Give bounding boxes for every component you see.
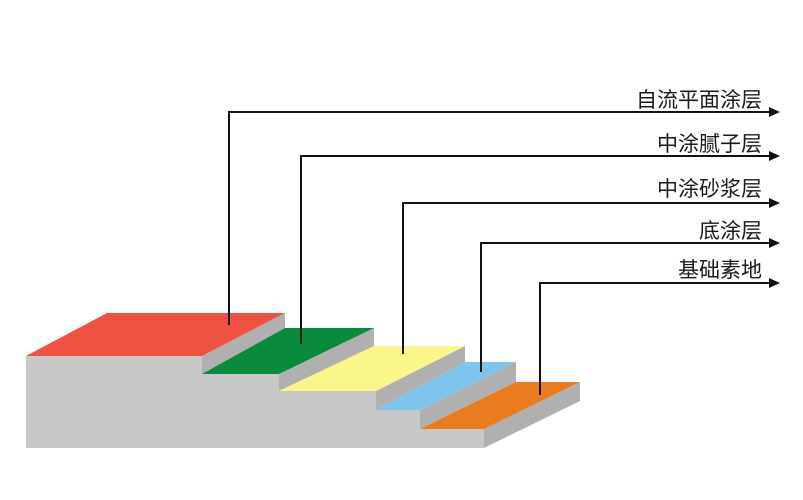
arrow-icon: [769, 198, 780, 208]
slab-4-side: [279, 328, 374, 391]
label-primer: 底涂层: [699, 219, 762, 243]
slab-2-front: [26, 410, 420, 429]
putty-surface: [202, 328, 374, 374]
slab-3-front: [26, 391, 376, 410]
layer-labels: 自流平面涂层 中涂腻子层 中涂砂浆层 底涂层 基础素地: [636, 88, 762, 282]
slab-3-side: [376, 346, 465, 410]
leader-line-self-leveling: [228, 111, 770, 325]
self-leveling-surface: [26, 313, 285, 356]
leader-line-mortar: [402, 202, 770, 354]
arrowheads: [769, 107, 780, 288]
label-mortar: 中涂砂浆层: [657, 177, 762, 201]
base-slabs: [26, 313, 580, 448]
slab-2-side: [420, 362, 516, 429]
slab-4-front: [26, 374, 279, 391]
arrow-icon: [769, 278, 780, 288]
slab-bottom-side: [484, 382, 580, 448]
slab-bottom-front: [26, 429, 484, 448]
arrow-icon: [769, 238, 780, 248]
label-putty: 中涂腻子层: [657, 132, 762, 156]
leader-line-substrate: [539, 282, 770, 395]
leader-line-primer: [480, 242, 770, 372]
arrow-icon: [769, 107, 780, 117]
slab-top-side: [202, 313, 285, 374]
arrow-icon: [769, 151, 780, 161]
label-self-leveling: 自流平面涂层: [636, 88, 762, 112]
primer-surface: [376, 362, 516, 410]
leader-lines: [228, 111, 770, 395]
label-substrate: 基础素地: [678, 258, 762, 282]
slab-top-front: [26, 356, 202, 374]
leader-line-putty: [300, 155, 770, 344]
mortar-surface: [279, 346, 465, 391]
